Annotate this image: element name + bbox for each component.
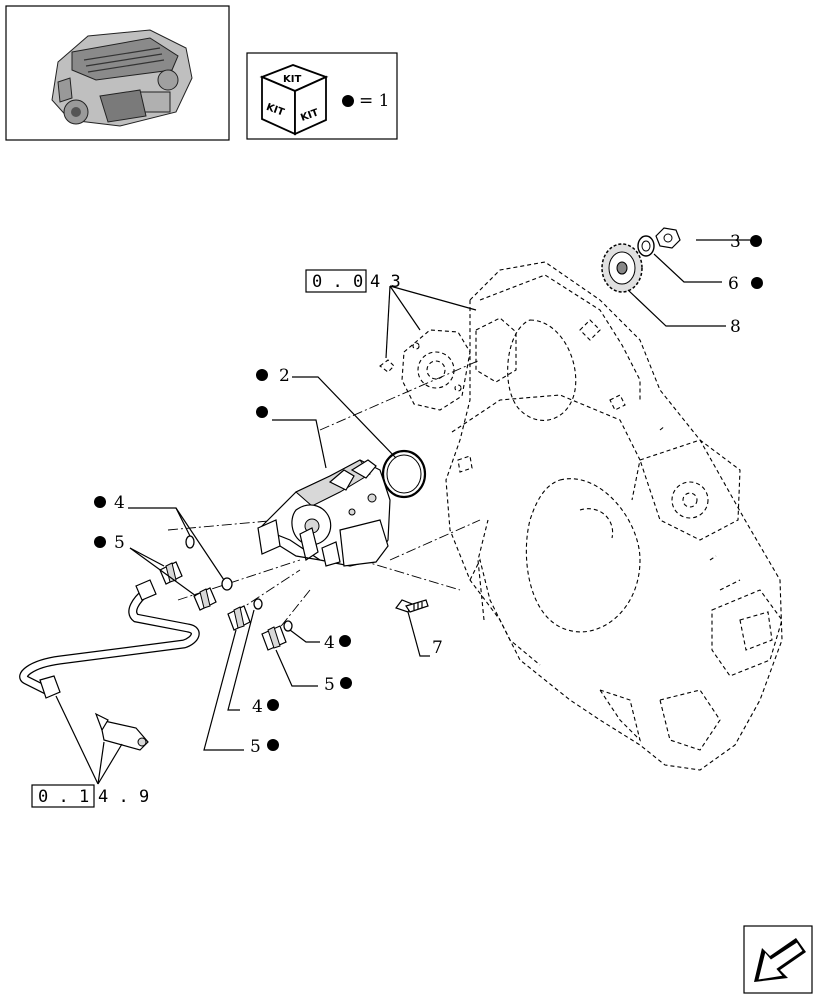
kit-box-icon: KIT KIT KIT bbox=[259, 64, 329, 136]
reference-rest-text: 4 . 9 bbox=[98, 787, 149, 807]
arrow-left-down-icon bbox=[754, 938, 806, 982]
navigation-arrow[interactable] bbox=[743, 925, 813, 994]
reference-0-14-9[interactable]: 0 . 1 4 . 9 bbox=[31, 784, 149, 808]
callout-5-mid[interactable]: 5 bbox=[324, 675, 335, 695]
callout-7[interactable]: 7 bbox=[432, 638, 443, 658]
kit-label-top: KIT bbox=[283, 74, 301, 85]
fitting-5-top bbox=[159, 561, 217, 611]
callout-4-low[interactable]: 4 bbox=[252, 697, 263, 717]
callout-4-top[interactable]: 4 bbox=[114, 493, 125, 513]
seal-4-top bbox=[185, 535, 233, 591]
fuel-pipe bbox=[19, 579, 200, 751]
o-ring-2 bbox=[381, 449, 427, 499]
engine-thumbnail[interactable] bbox=[5, 5, 230, 141]
callout-2[interactable]: 2 bbox=[279, 366, 290, 386]
bolt-7 bbox=[395, 599, 429, 613]
kit-bullet-icon bbox=[342, 95, 354, 107]
callout-3[interactable]: 3 bbox=[730, 232, 741, 252]
reference-box-text: 0 . 0 bbox=[312, 272, 363, 292]
reference-0-04-3[interactable]: 0 . 0 4 3 bbox=[305, 269, 401, 293]
callout-5-low[interactable]: 5 bbox=[250, 737, 261, 757]
gear-8 bbox=[601, 243, 643, 293]
callout-4-mid[interactable]: 4 bbox=[324, 633, 335, 653]
fitting-5-mid bbox=[227, 598, 263, 631]
callout-bullets bbox=[94, 235, 763, 751]
callout-6[interactable]: 6 bbox=[728, 274, 739, 294]
nut-3 bbox=[655, 227, 681, 249]
callout-8[interactable]: 8 bbox=[730, 317, 741, 337]
kit-legend: KIT KIT KIT = 1 bbox=[246, 52, 398, 140]
fitting-5-low bbox=[261, 620, 293, 651]
reference-box-text: 0 . 1 bbox=[38, 787, 89, 807]
engine-icon bbox=[51, 29, 193, 127]
gear-housing bbox=[445, 261, 783, 771]
kit-equals-text: = 1 bbox=[359, 91, 389, 111]
high-pressure-pump bbox=[257, 459, 391, 567]
reference-rest-text: 4 3 bbox=[370, 272, 401, 292]
leader-lines bbox=[55, 239, 750, 785]
callout-5-top[interactable]: 5 bbox=[114, 533, 125, 553]
washer-6 bbox=[637, 235, 655, 257]
